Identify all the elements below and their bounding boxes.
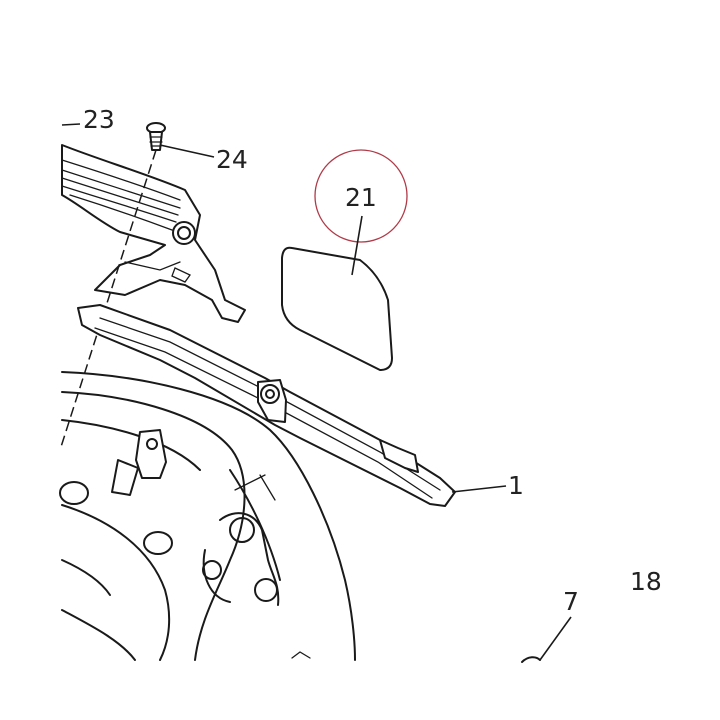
leader-line-21 xyxy=(351,215,363,276)
part-label-7: 7 xyxy=(563,587,579,616)
part-label-23: 23 xyxy=(83,105,115,134)
highlight-circle-21 xyxy=(314,149,408,243)
trim-strip-part-1 xyxy=(77,304,456,507)
assembly-axis-line xyxy=(59,149,157,451)
part-label-24: 24 xyxy=(216,145,248,174)
partial-part-fragment xyxy=(521,656,541,663)
leader-line-7 xyxy=(539,616,572,661)
screw-part-24 xyxy=(146,122,166,151)
part-label-1: 1 xyxy=(508,471,524,500)
leader-line-24 xyxy=(159,144,215,158)
gasket-part-21 xyxy=(281,246,393,371)
part-label-18: 18 xyxy=(630,567,662,596)
leader-line-1 xyxy=(451,485,507,493)
body-panel xyxy=(59,371,356,661)
leader-line-23 xyxy=(61,123,81,126)
wiper-linkage-assembly xyxy=(61,144,246,323)
part-label-21: 21 xyxy=(345,183,377,212)
